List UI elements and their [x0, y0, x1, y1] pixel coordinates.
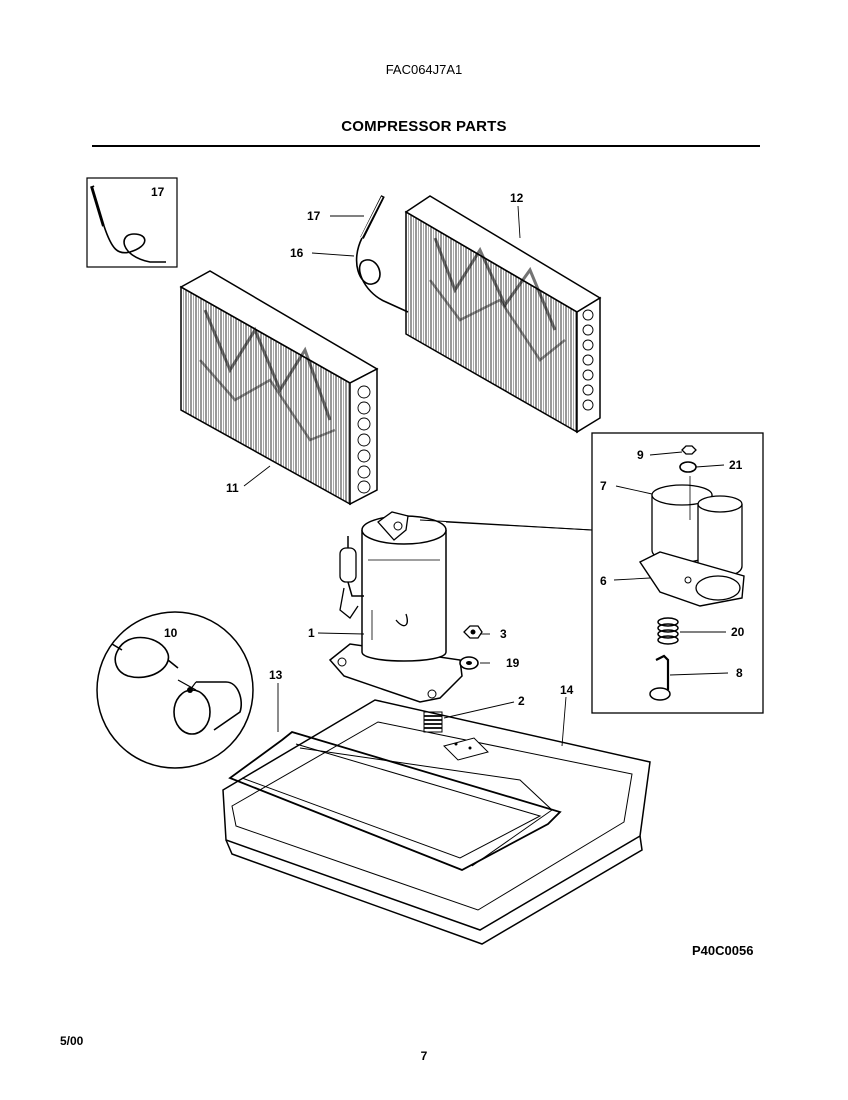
callout-17-inset: 17 — [151, 185, 165, 199]
condenser-coil — [404, 195, 602, 434]
callout-7: 7 — [600, 479, 607, 493]
callout-11: 11 — [226, 481, 239, 495]
callout-19: 19 — [506, 656, 520, 670]
compressor — [328, 511, 463, 703]
callout-1: 1 — [308, 626, 315, 640]
callout-8: 8 — [736, 666, 743, 680]
callout-6: 6 — [600, 574, 607, 588]
revision-date: 5/00 — [60, 1034, 84, 1048]
capacitor-detail — [96, 611, 254, 769]
callout-12: 12 — [510, 191, 524, 205]
capillary-tube-assembly — [355, 195, 409, 313]
callout-10: 10 — [164, 626, 178, 640]
inset-capillary-tube — [86, 177, 178, 268]
callout-13: 13 — [269, 668, 283, 682]
capacitor-bracket-icon — [111, 636, 179, 679]
callout-14: 14 — [560, 683, 574, 697]
callout-21: 21 — [729, 458, 743, 472]
mount-detail-box — [419, 432, 764, 714]
base-pan — [222, 699, 651, 945]
callout-2: 2 — [518, 694, 525, 708]
callout-20: 20 — [731, 625, 745, 639]
title-rule — [92, 145, 760, 147]
compressor-mount-icon — [638, 476, 745, 607]
evaporator-coil — [179, 270, 379, 506]
section-title: COMPRESSOR PARTS — [341, 118, 507, 135]
callout-16: 16 — [290, 246, 304, 260]
capillary-tube-icon — [90, 185, 166, 263]
callout-9: 9 — [637, 448, 644, 462]
accumulator-icon — [339, 547, 357, 583]
capacitor-icon — [173, 679, 242, 735]
leader-lines — [243, 205, 729, 747]
callout-17: 17 — [307, 209, 321, 223]
pan-gasket — [228, 731, 562, 871]
callout-3: 3 — [500, 627, 507, 641]
drawing-code: P40C0056 — [692, 943, 754, 958]
page-number: 7 — [420, 1049, 428, 1063]
mount-stud-icon — [649, 654, 671, 701]
model-number: FAC064J7A1 — [385, 62, 463, 77]
grommet-and-spring-hardware — [423, 625, 483, 733]
spring-icon — [657, 617, 679, 645]
